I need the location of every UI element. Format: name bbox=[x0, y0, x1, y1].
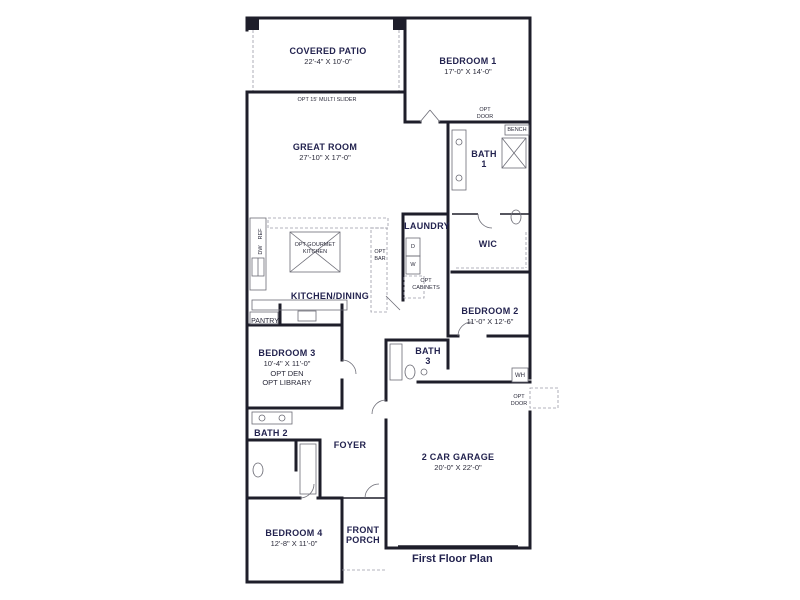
opt-door-top-line2: DOOR bbox=[477, 114, 494, 120]
opt-door-top-line1: OPT bbox=[479, 107, 491, 113]
wic-name: WIC bbox=[479, 239, 498, 249]
garage-name: 2 CAR GARAGE bbox=[422, 452, 495, 462]
bar-line1: OPT bbox=[374, 249, 386, 255]
bedroom1-name: BEDROOM 1 bbox=[439, 56, 496, 66]
bedroom3-opt-library: OPT LIBRARY bbox=[262, 378, 311, 387]
bath3-name: BATH bbox=[415, 346, 441, 356]
bar-line2: BAR bbox=[374, 256, 385, 262]
ref-label: REF bbox=[258, 228, 264, 240]
gourmet-line1: OPT GOURMET bbox=[295, 242, 336, 248]
room-labels: COVERED PATIO 22'-4" X 10'-0" BEDROOM 1 … bbox=[251, 46, 527, 565]
dw-label: DW bbox=[258, 245, 264, 255]
wh-label: WH bbox=[515, 373, 525, 379]
cabinets-line2: CABINETS bbox=[412, 285, 440, 291]
cabinets-line1: OPT bbox=[420, 278, 432, 284]
interior-walls bbox=[245, 16, 532, 571]
washer-label: W bbox=[410, 262, 416, 268]
plan-title: First Floor Plan bbox=[412, 553, 493, 565]
kitchen-dining-name: KITCHEN/DINING bbox=[291, 291, 369, 301]
bedroom4-dim: 12'-8" X 11'-0" bbox=[271, 539, 318, 548]
bedroom3-name: BEDROOM 3 bbox=[258, 348, 315, 358]
great-room-name: GREAT ROOM bbox=[293, 142, 357, 152]
fixtures bbox=[249, 124, 559, 495]
bedroom3-dim: 10'-4" X 11'-0" bbox=[264, 359, 311, 368]
opt-door-garage-line1: OPT bbox=[513, 394, 525, 400]
dryer-label: D bbox=[411, 244, 415, 250]
doors bbox=[299, 109, 493, 499]
outer-walls bbox=[245, 16, 532, 584]
front-porch-line2: PORCH bbox=[346, 535, 380, 545]
covered-patio-name: COVERED PATIO bbox=[289, 46, 366, 56]
opt-door-garage-line2: DOOR bbox=[511, 401, 528, 407]
laundry-name: LAUNDRY bbox=[404, 221, 450, 231]
bench-label: BENCH bbox=[507, 127, 526, 133]
bath3-num: 3 bbox=[425, 356, 430, 366]
bedroom4-name: BEDROOM 4 bbox=[265, 528, 322, 538]
garage-dim: 20'-0" X 22'-0" bbox=[434, 463, 482, 472]
pantry-label: PANTRY bbox=[251, 318, 279, 325]
bedroom2-dim: 11'-0" X 12'-6" bbox=[467, 317, 514, 326]
bath1-name: BATH bbox=[471, 149, 497, 159]
great-room-dim: 27'-10" X 17'-0" bbox=[299, 153, 351, 162]
bedroom1-dim: 17'-0" X 14'-0" bbox=[444, 67, 492, 76]
foyer-name: FOYER bbox=[334, 440, 367, 450]
bedroom2-name: BEDROOM 2 bbox=[461, 306, 518, 316]
slider-note: OPT 15' MULTI SLIDER bbox=[298, 97, 357, 103]
gourmet-line2: KITCHEN bbox=[303, 249, 327, 255]
covered-patio-outline bbox=[247, 18, 405, 92]
bath1-num: 1 bbox=[481, 159, 486, 169]
covered-patio-dim: 22'-4" X 10'-0" bbox=[304, 57, 352, 66]
bath2-name: BATH 2 bbox=[254, 428, 288, 438]
bedroom3-opt-den: OPT DEN bbox=[270, 369, 303, 378]
front-porch-line1: FRONT bbox=[347, 525, 380, 535]
